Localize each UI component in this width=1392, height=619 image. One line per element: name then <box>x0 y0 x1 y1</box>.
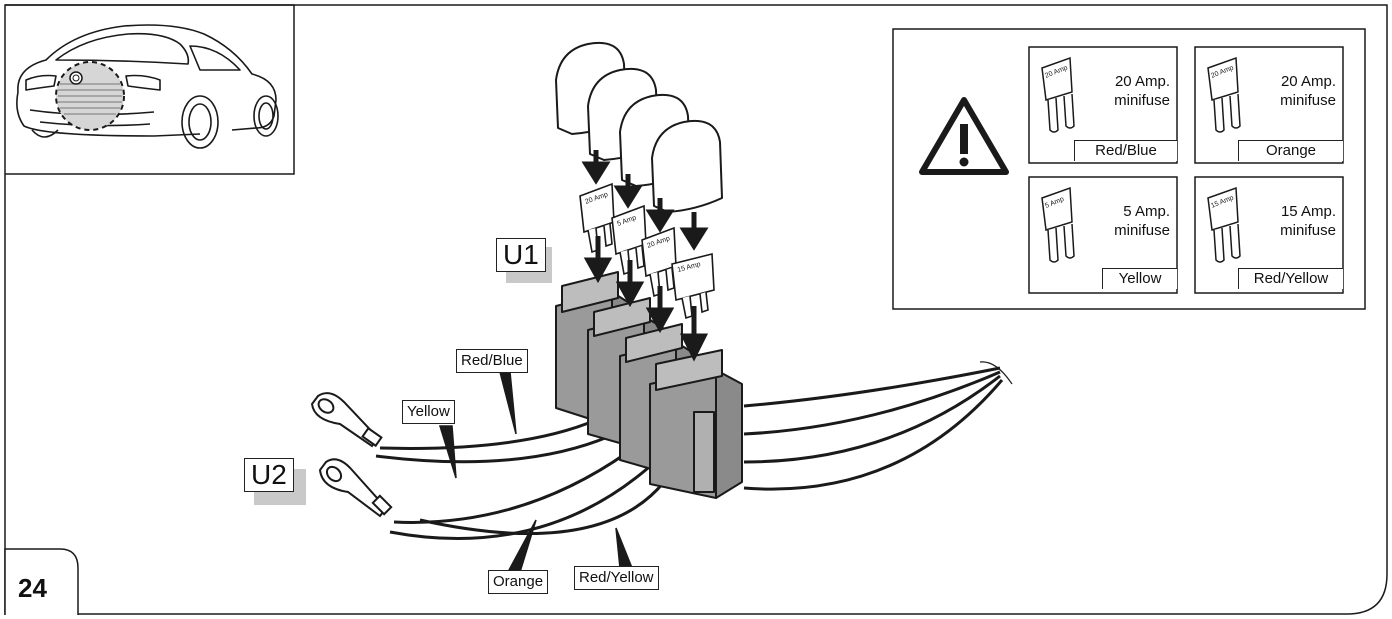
legend-fuse-3-color: Yellow <box>1102 268 1177 289</box>
legend-fuse-1-type: minifuse <box>1114 92 1170 109</box>
legend-fuse-icons <box>1041 56 1241 263</box>
legend-fuse-3-amp: 5 Amp. <box>1123 203 1170 220</box>
u1-callout: U1 <box>496 238 546 272</box>
legend-fuse-2-color: Orange <box>1238 140 1343 161</box>
legend-fuse-2-amp: 20 Amp. <box>1280 73 1336 90</box>
insertion-arrows <box>581 150 709 362</box>
car-rear-thumbnail <box>5 4 295 175</box>
wire-label-yellow: Yellow <box>402 400 455 424</box>
minifuses <box>579 182 715 320</box>
legend-fuse-3-rating: 5 Amp. minifuse <box>1090 202 1170 240</box>
ring-terminal-2 <box>318 458 393 518</box>
warning-triangle-icon <box>919 97 1009 175</box>
fuse-holder-blocks <box>555 271 743 499</box>
legend-fuse-4-type: minifuse <box>1280 222 1336 239</box>
figure-number-tab <box>4 548 79 615</box>
figure-number: 24 <box>18 573 47 603</box>
legend-cells: 20 Amp 20 Amp 5 Amp 15 Amp <box>1028 46 1344 294</box>
right-wire-bundle <box>743 366 1004 491</box>
legend-fuse-3-type: minifuse <box>1114 222 1170 239</box>
legend-fuse-1-color: Red/Blue <box>1074 140 1177 161</box>
legend-fuse-4-rating: 15 Amp. minifuse <box>1254 202 1336 240</box>
legend-fuse-2-type: minifuse <box>1280 92 1336 109</box>
left-wire-bundle <box>375 418 666 541</box>
legend-fuse-4-amp: 15 Amp. <box>1280 203 1336 220</box>
legend-fuse-2-rating: 20 Amp. minifuse <box>1256 72 1336 110</box>
legend-fuse-1-rating: 20 Amp. minifuse <box>1090 72 1170 110</box>
wire-label-orange: Orange <box>488 570 549 594</box>
fuse-covers <box>555 42 723 213</box>
legend-fuse-1-amp: 20 Amp. <box>1114 73 1170 90</box>
legend-fuse-4-color: Red/Yellow <box>1238 268 1343 289</box>
ring-terminal-1 <box>310 392 383 448</box>
wire-label-red-blue: Red/Blue <box>456 349 528 373</box>
wire-label-red-yellow: Red/Yellow <box>574 566 659 590</box>
figure-frame <box>4 4 1388 615</box>
u2-callout: U2 <box>244 458 294 492</box>
